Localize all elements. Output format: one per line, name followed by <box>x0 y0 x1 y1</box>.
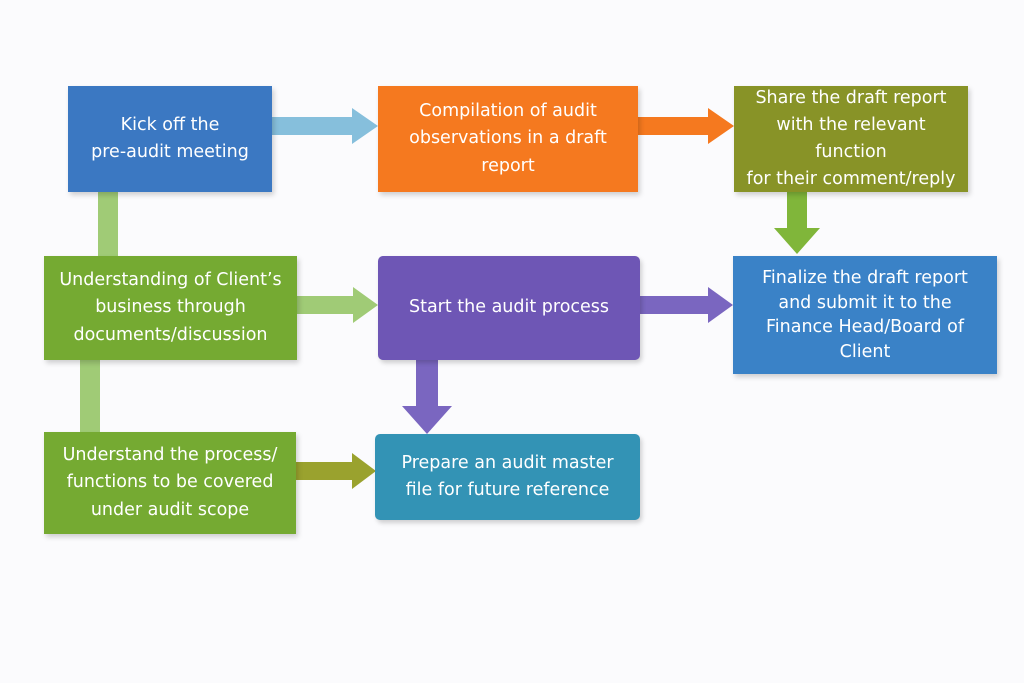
arrow-start-to-finalize <box>640 287 733 323</box>
step-share-draft-label: Share the draft report with the relevant… <box>746 87 956 190</box>
connector-kickoff-to-understanding <box>98 190 118 258</box>
arrow-kickoff-to-compilation <box>272 108 378 144</box>
arrow-understanding-to-start <box>297 287 378 323</box>
step-understanding-business-label: Understanding of Client’s business throu… <box>59 270 282 345</box>
step-finalize-box: Finalize the draft report and submit it … <box>733 256 997 374</box>
step-kickoff-label: Kick off the pre-audit meeting <box>91 114 249 162</box>
step-understand-process-label: Understand the process/ functions to be … <box>62 445 278 520</box>
step-master-file-box: Prepare an audit master file for future … <box>375 434 640 520</box>
step-compilation-label: Compilation of audit observations in a d… <box>409 101 607 176</box>
step-kickoff-box: Kick off the pre-audit meeting <box>68 86 272 192</box>
step-share-draft-box: Share the draft report with the relevant… <box>734 86 968 192</box>
arrow-process-to-master <box>296 453 376 489</box>
step-compilation-box: Compilation of audit observations in a d… <box>378 86 638 192</box>
arrow-share-to-finalize <box>774 192 820 254</box>
arrow-compilation-to-share <box>638 108 734 144</box>
step-finalize-label: Finalize the draft report and submit it … <box>762 268 968 362</box>
arrow-start-to-master <box>402 360 452 434</box>
step-start-audit-box: Start the audit process <box>378 256 640 360</box>
step-start-audit-label: Start the audit process <box>408 297 610 318</box>
step-understand-process-box: Understand the process/ functions to be … <box>44 432 296 534</box>
connector-understanding-to-process <box>80 358 100 434</box>
step-understanding-business-box: Understanding of Client’s business throu… <box>44 256 297 360</box>
step-master-file-label: Prepare an audit master file for future … <box>401 452 614 500</box>
